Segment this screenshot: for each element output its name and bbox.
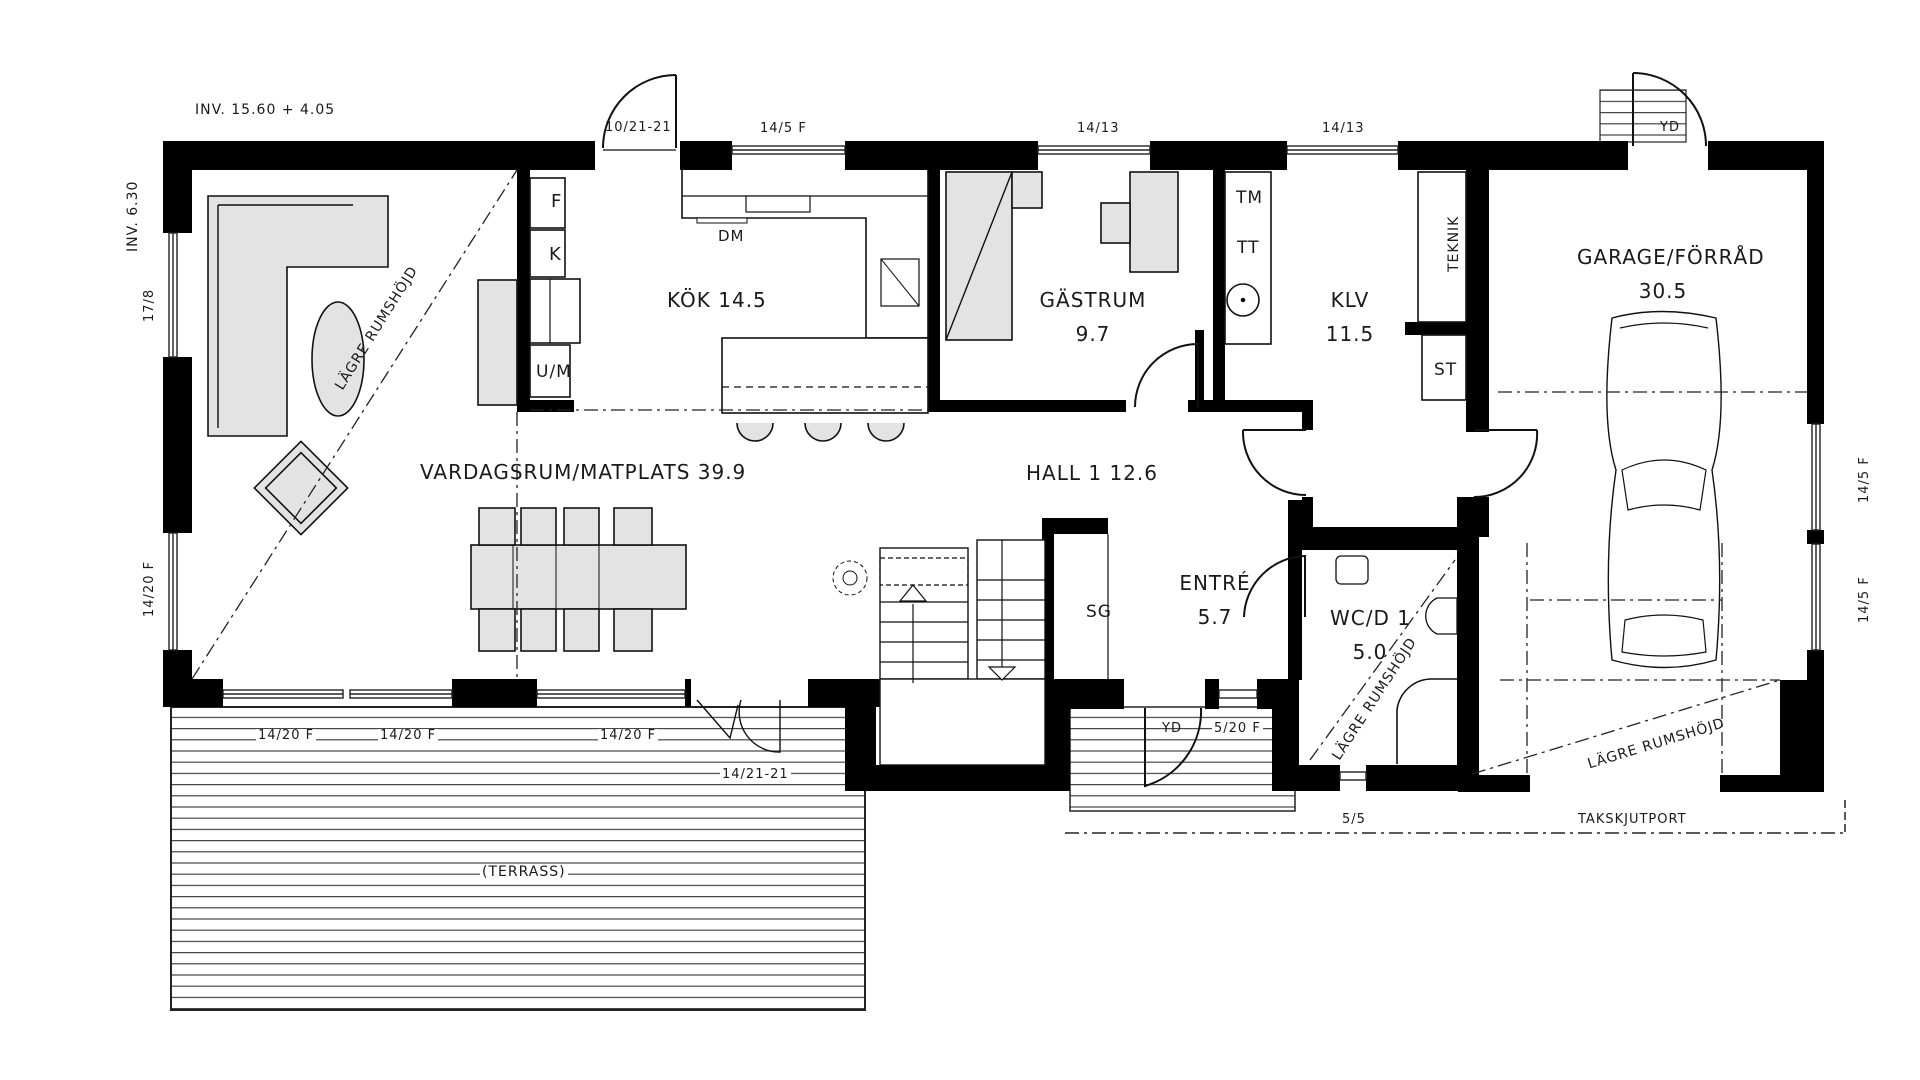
window-label-bottom-1: 14/20 F <box>256 728 317 743</box>
fixture-dishwasher: DM <box>718 227 745 245</box>
window-label-kitchen-top: 14/5 F <box>760 121 807 136</box>
title-top-dimension: INV. 15.60 + 4.05 <box>195 102 336 118</box>
window-label-entry-side: 5/20 F <box>1212 721 1263 736</box>
fixture-technical: TEKNIK <box>1446 215 1462 272</box>
door-label-terrace: 14/21-21 <box>720 767 791 782</box>
doors <box>602 72 1707 788</box>
room-garage-area: 30.5 <box>1638 279 1688 303</box>
room-wc-name: WC/D 1 <box>1330 606 1411 630</box>
room-entry: ENTRÉ 5.7 <box>1175 573 1255 627</box>
window-label-left-upper: 17/8 <box>142 288 157 322</box>
fixture-freezer: K <box>549 244 562 265</box>
reference-lines <box>191 169 1807 775</box>
room-kitchen-area: 14.5 <box>718 288 767 312</box>
window-label-guest-top: 14/13 <box>1077 121 1120 136</box>
fixture-cleaning-closet: ST <box>1434 360 1458 380</box>
terrace <box>170 706 866 1011</box>
door-label-main-entry: YD <box>1162 721 1182 736</box>
fixture-wardrobe: SG <box>1086 602 1112 622</box>
fixture-washer: TM <box>1236 188 1264 208</box>
room-kitchen: KÖK 14.5 <box>667 290 767 310</box>
door-label-top-kitchen: 10/21-21 <box>605 120 672 135</box>
door-label-garage-exterior: YD <box>1660 120 1680 135</box>
room-garage: GARAGE/FÖRRÅD 30.5 <box>1577 245 1765 303</box>
room-living: VARDAGSRUM/MATPLATS 39.9 <box>420 462 746 482</box>
room-wc: WC/D 1 5.0 <box>1330 608 1410 662</box>
window-label-garage-right-upper: 14/5 F <box>1857 456 1872 503</box>
room-guest: GÄSTRUM 9.7 <box>1038 290 1148 344</box>
garage-step <box>1599 89 1687 143</box>
room-living-area: 39.9 <box>697 460 747 484</box>
room-living-name: VARDAGSRUM/MATPLATS <box>420 460 691 484</box>
fixture-dryer: TT <box>1237 238 1260 258</box>
windows <box>168 145 1821 781</box>
room-entry-area: 5.7 <box>1197 605 1233 629</box>
room-hall: HALL 1 12.6 <box>1026 463 1158 483</box>
room-terrace: (TERRASS) <box>480 864 568 880</box>
room-entry-name: ENTRÉ <box>1179 571 1251 595</box>
fixture-oven-micro: U/M <box>536 362 572 382</box>
fixture-fridge: F <box>551 191 563 212</box>
room-guest-area: 9.7 <box>1075 322 1111 346</box>
furniture <box>207 170 1722 766</box>
room-hall-name: HALL 1 <box>1026 461 1103 485</box>
room-laundry-name: KLV <box>1330 288 1370 312</box>
room-laundry: KLV 11.5 <box>1320 290 1380 344</box>
window-label-left-lower: 14/20 F <box>142 560 157 617</box>
window-label-garage-right-lower: 14/5 F <box>1857 576 1872 623</box>
room-kitchen-name: KÖK <box>667 288 711 312</box>
room-laundry-area: 11.5 <box>1325 322 1375 346</box>
window-label-wc-bottom: 5/5 <box>1342 812 1366 827</box>
window-label-bottom-2: 14/20 F <box>378 728 439 743</box>
title-side-dimension: INV. 6.30 <box>125 180 141 252</box>
room-guest-name: GÄSTRUM <box>1039 288 1147 312</box>
room-garage-name: GARAGE/FÖRRÅD <box>1577 245 1765 269</box>
room-hall-area: 12.6 <box>1109 461 1158 485</box>
window-label-klv-top: 14/13 <box>1322 121 1365 136</box>
room-wc-area: 5.0 <box>1352 640 1388 664</box>
window-label-bottom-3: 14/20 F <box>598 728 659 743</box>
annotation-garage-door: TAKSKJUTPORT <box>1578 812 1687 827</box>
